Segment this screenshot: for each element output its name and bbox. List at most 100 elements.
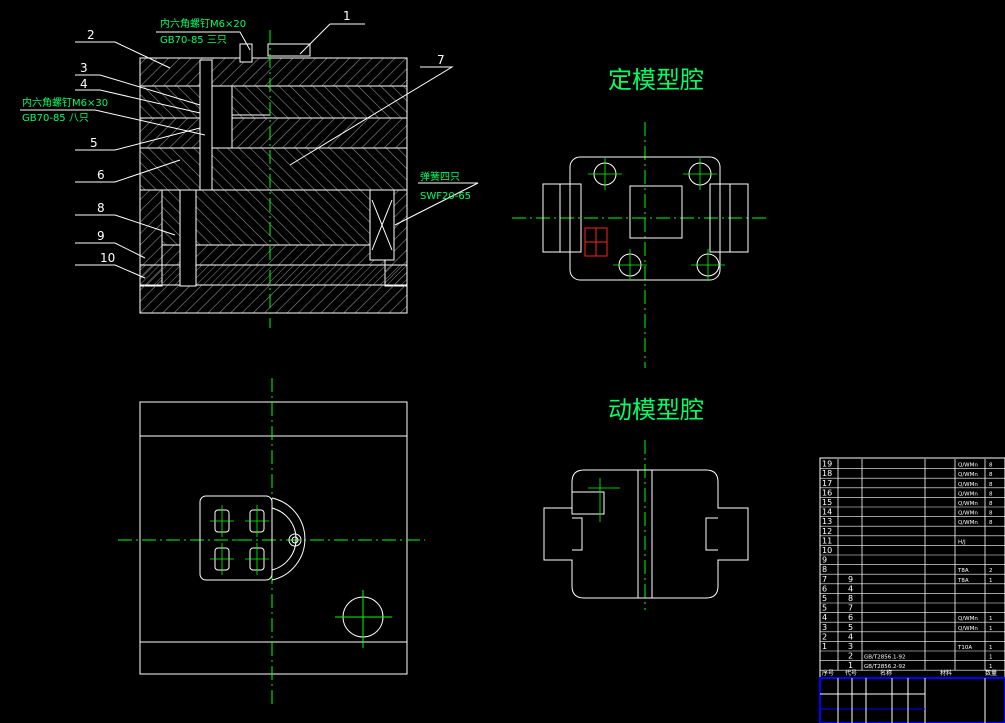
leader-number-9: 9 xyxy=(97,229,105,243)
plan-sprue-hole xyxy=(288,533,302,547)
bom-header-qty: 数量 xyxy=(985,669,997,677)
section-view: 1 2 3 4 5 6 7 8 9 10 内六角螺钉M6×20 GB70-85 … xyxy=(20,9,479,328)
bom-cell-no: 1 xyxy=(822,642,827,651)
moving-runner-mark xyxy=(571,491,605,515)
bom-cell-qty: 1 xyxy=(989,664,993,670)
bom-cell-material: Q/WMn xyxy=(958,482,978,488)
bom-cell-material: Q/WMn xyxy=(958,626,978,632)
bom-cell-qty: 8 xyxy=(989,511,993,517)
fixed-slide-right xyxy=(709,183,749,253)
bom-cell-qty: 8 xyxy=(989,520,993,526)
bom-cell-qty: 2 xyxy=(989,568,993,574)
fixed-cavity-center-pocket xyxy=(629,185,683,239)
bom-cell-qty: 1 xyxy=(989,626,993,632)
bom-cell-no: 13 xyxy=(822,517,832,526)
leader-number-7: 7 xyxy=(437,53,445,67)
bom-cell-no: 15 xyxy=(822,498,832,507)
leader-number-4: 4 xyxy=(80,77,88,91)
bom-cell-code: GB/T2856.1-92 xyxy=(864,655,905,661)
plan-insert xyxy=(199,495,273,581)
screw-note-top-line2: GB70-85 三只 xyxy=(160,35,227,46)
bom-cell-no: 8 xyxy=(822,565,827,574)
bom-cell-no: 19 xyxy=(822,460,832,469)
fixed-cavity-plate xyxy=(569,156,721,281)
fixed-cavity-view: 定模型腔 xyxy=(512,66,768,368)
top-clamp-plate xyxy=(139,57,408,87)
bom-cell-no: 14 xyxy=(822,508,832,517)
screw-note-left-line2: GB70-85 八只 xyxy=(22,113,89,124)
moving-cavity-outline xyxy=(543,469,749,599)
bom-cell-material: Q/WMn xyxy=(958,472,978,478)
moving-cavity-right-notch xyxy=(705,517,718,551)
screw-note-top-line1: 内六角螺钉M6×20 xyxy=(160,17,246,30)
leader-number-1: 1 xyxy=(343,9,351,23)
bom-cell-qty: 1 xyxy=(989,645,993,651)
title-block xyxy=(819,677,1005,723)
moving-cavity-title: 动模型腔 xyxy=(608,396,704,424)
leader-number-3: 3 xyxy=(80,61,88,75)
bom-cell-no: 11 xyxy=(822,536,832,545)
bom-cell-sub: 9 xyxy=(848,575,853,584)
bom-cell-qty: 1 xyxy=(989,578,993,584)
bom-cell-material: Q/WMn xyxy=(958,491,978,497)
bom-cell-qty: 1 xyxy=(989,616,993,622)
bom-cell-qty: 8 xyxy=(989,482,993,488)
leader-number-8: 8 xyxy=(97,201,105,215)
bom-cell-material: T8A xyxy=(957,568,969,574)
spring-note-line2: SWF20-65 xyxy=(420,191,471,202)
bom-cell-material: Q/WMn xyxy=(958,463,978,469)
sprue-bushing xyxy=(239,43,253,63)
bom-cell-sub: 8 xyxy=(848,594,853,603)
bom-cell-material: Q/WMn xyxy=(958,501,978,507)
spring-note-line1: 弹簧四只 xyxy=(420,170,460,183)
bom-header-no: 序号 xyxy=(822,669,834,677)
bom-cell-material: H/J xyxy=(958,539,966,545)
bom-cell-no: 9 xyxy=(822,556,827,565)
bom-cell-material: Q/WMn xyxy=(958,616,978,622)
bom-cell-qty: 8 xyxy=(989,491,993,497)
bom-cell-no: 16 xyxy=(822,488,832,497)
plan-outer-plate xyxy=(139,401,408,675)
moving-cavity-view: 动模型腔 xyxy=(543,396,749,610)
stripper-plate xyxy=(139,117,408,149)
bom-cell-sub: 3 xyxy=(848,642,853,651)
bom-cell-qty: 8 xyxy=(989,501,993,507)
bom-cell-sub: 4 xyxy=(848,584,853,593)
leader-number-6: 6 xyxy=(97,168,105,182)
bom-cell-no: 5 xyxy=(822,604,827,613)
bom-cell-no: 2 xyxy=(822,632,827,641)
guide-pin-channel xyxy=(199,59,213,191)
bom-header-material: 材料 xyxy=(940,669,952,677)
leader-lines xyxy=(20,23,479,279)
bom-cell-no: 18 xyxy=(822,469,832,478)
fixed-cavity-title: 定模型腔 xyxy=(608,66,704,94)
bom-cell-no: 4 xyxy=(822,613,827,622)
cavity-plate xyxy=(139,85,408,119)
screw-note-left-line1: 内六角螺钉M6×30 xyxy=(22,96,108,109)
locating-ring xyxy=(267,43,311,57)
bom-cell-qty: 8 xyxy=(989,472,993,478)
plan-sprue-arc xyxy=(271,497,306,581)
bom-cell-no: 3 xyxy=(822,623,827,632)
leader-number-2: 2 xyxy=(87,28,95,42)
bom-header-name: 名称 xyxy=(880,669,892,677)
bom-cell-no: 5 xyxy=(822,594,827,603)
bom-cell-code: GB/T2856.2-92 xyxy=(864,664,905,670)
bom-cell-no: 10 xyxy=(822,546,832,555)
bom-cell-material: T8A xyxy=(957,578,969,584)
bom-cell-qty: 1 xyxy=(989,655,993,661)
core-plate xyxy=(139,147,408,191)
spring-symbol xyxy=(371,199,393,251)
bom-cell-no: 7 xyxy=(822,575,827,584)
bom-cell-no: 17 xyxy=(822,479,832,488)
bom-cell-material: Q/WMn xyxy=(958,511,978,517)
leader-number-10: 10 xyxy=(100,251,115,265)
bom-cell-sub: 4 xyxy=(848,632,853,641)
plan-view xyxy=(118,378,425,708)
return-pin-hole xyxy=(179,189,197,287)
bom-cell-qty: 8 xyxy=(989,463,993,469)
bom-cell-no: 6 xyxy=(822,584,827,593)
bom-cell-sub: 5 xyxy=(848,623,853,632)
